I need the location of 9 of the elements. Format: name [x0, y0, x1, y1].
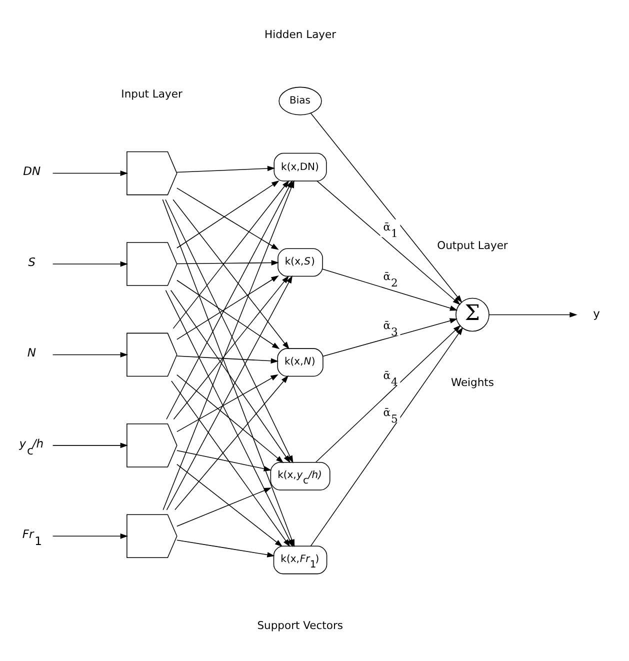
node-text: S	[28, 254, 36, 269]
label: Support Vectors	[257, 618, 344, 632]
label: Output Layer	[437, 239, 508, 252]
label: Hidden Layer	[264, 28, 336, 41]
node-text: y	[593, 306, 600, 320]
label: Input Layer	[121, 88, 182, 101]
label: Weights	[450, 376, 494, 390]
node-text: N	[27, 346, 36, 360]
node-text: DN	[23, 164, 41, 178]
